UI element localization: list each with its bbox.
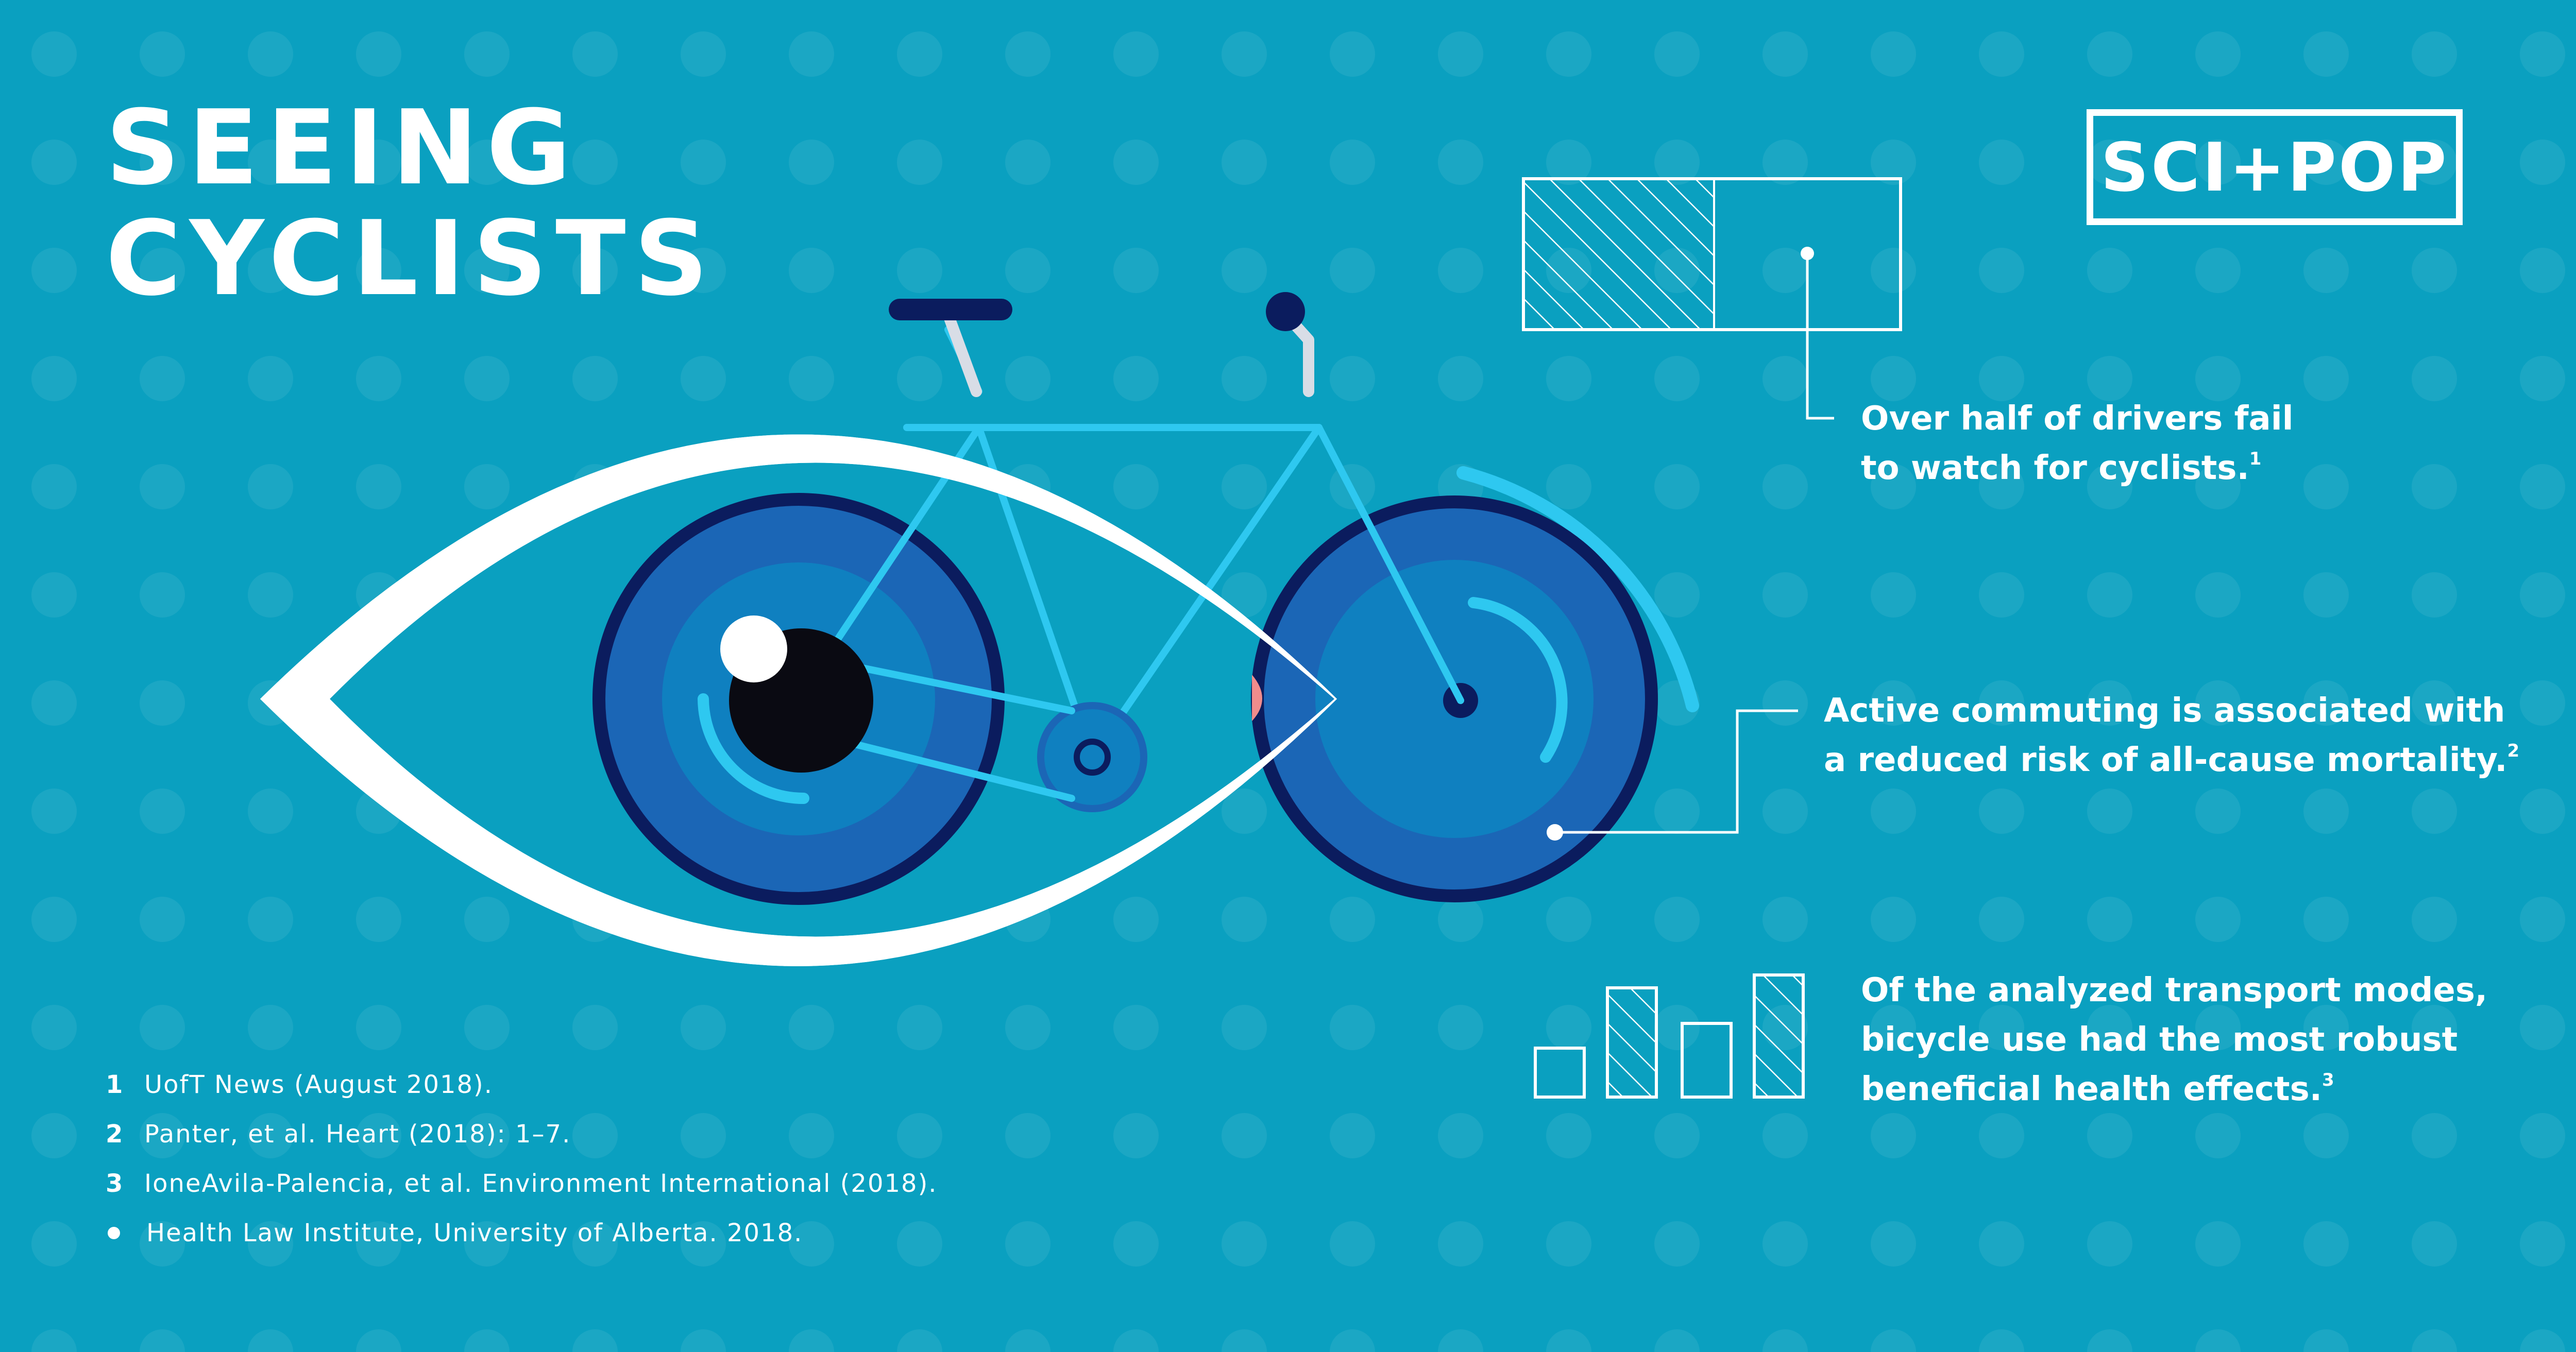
reference-text: IoneAvila-Palencia, et al. Environment I…: [144, 1169, 938, 1198]
fact-3-line-2: bicycle use had the most robust: [1861, 1021, 2458, 1059]
bicycle-icon: [759, 292, 1699, 902]
fact-2: Active commuting is associated with a re…: [1824, 686, 2519, 785]
chainring: [1037, 702, 1147, 812]
reference-item: 2 Panter, et al. Heart (2018): 1–7.: [106, 1109, 938, 1159]
reference-item: Health Law Institute, University of Albe…: [106, 1208, 938, 1258]
reference-text: Panter, et al. Heart (2018): 1–7.: [144, 1120, 571, 1149]
fact-2-connector: [1547, 709, 1798, 841]
fact-1-footnote: 1: [2249, 449, 2262, 469]
references: 1 UofT News (August 2018). 2 Panter, et …: [106, 1060, 938, 1258]
fact-1-line-2: to watch for cyclists.: [1861, 449, 2249, 487]
title-line-2: CYCLISTS: [106, 199, 717, 319]
fact-1: Over half of drivers fail to watch for c…: [1861, 394, 2294, 493]
reference-number: 1: [106, 1070, 124, 1099]
reference-text: Health Law Institute, University of Albe…: [146, 1219, 803, 1247]
fact-3-line-1: Of the analyzed transport modes,: [1861, 971, 2488, 1009]
sci-pop-logo: SCI+POP: [2087, 109, 2463, 225]
fact-2-line-2: a reduced risk of all-cause mortality.: [1824, 741, 2507, 779]
reference-item: 1 UofT News (August 2018).: [106, 1060, 938, 1109]
title-line-1: SEEING: [106, 88, 580, 208]
bullet-dot-icon: [108, 1227, 120, 1239]
eye-icon: [260, 434, 1337, 966]
reference-number: 2: [106, 1120, 124, 1149]
fact-2-line-1: Active commuting is associated with: [1824, 692, 2505, 730]
seat-post: [942, 309, 982, 397]
reference-item: 3 IoneAvila-Palencia, et al. Environment…: [106, 1159, 938, 1208]
page-title: SEEING CYCLISTS: [106, 93, 717, 314]
fact-3-footnote: 3: [2322, 1070, 2334, 1090]
fact-3: Of the analyzed transport modes, bicycle…: [1861, 966, 2487, 1114]
front-wheel: [1251, 466, 1699, 902]
fact-1-line-1: Over half of drivers fail: [1861, 400, 2294, 438]
progress-box-icon: [1522, 177, 1902, 420]
handlebar-grip: [1266, 292, 1305, 331]
reference-text: UofT News (August 2018).: [144, 1070, 494, 1099]
seat: [889, 299, 1012, 320]
bar-chart-icon: [1534, 973, 1805, 1099]
reference-number: 3: [106, 1169, 124, 1198]
logo-text: SCI+POP: [2100, 128, 2449, 207]
fact-3-line-3: beneficial health effects.: [1861, 1070, 2323, 1108]
fact-2-footnote: 2: [2507, 741, 2520, 761]
pupil-highlight: [720, 615, 787, 682]
tear-duct: [1252, 675, 1262, 721]
